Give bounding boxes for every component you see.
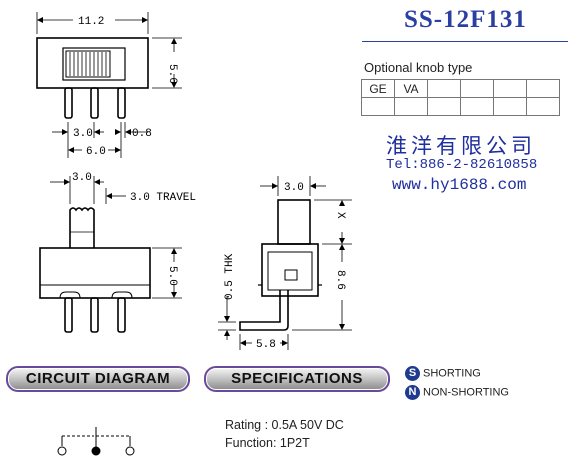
spec-function: Function: 1P2T <box>225 436 310 450</box>
side-view <box>218 176 352 350</box>
knob-type-empty <box>361 97 395 116</box>
dim-side-foot: 5.8 <box>256 339 276 351</box>
front-view <box>39 176 182 333</box>
circuit-diagram-label: CIRCUIT DIAGRAM <box>25 370 171 387</box>
dim-knob-width: 3.0 <box>72 172 92 184</box>
knob-type-empty <box>526 79 560 98</box>
knob-type-empty <box>526 97 560 116</box>
shorting-icon: S <box>405 366 420 381</box>
knob-type-label: Optional knob type <box>364 60 473 75</box>
model-title: SS-12F131 <box>404 6 527 33</box>
non-shorting-icon: N <box>405 385 420 400</box>
company-name: 淮洋有限公司 <box>386 134 536 158</box>
specifications-label: SPECIFICATIONS <box>231 370 363 387</box>
legend-non-shorting-label: NON-SHORTING <box>423 386 509 399</box>
table-row <box>361 97 560 116</box>
dim-body-height: 5.6 <box>166 64 178 84</box>
circuit-diagram-heading: CIRCUIT DIAGRAM <box>6 366 190 392</box>
knob-type-empty <box>427 79 461 98</box>
dim-travel: 3.0 TRAVEL <box>130 192 196 204</box>
knob-type-empty <box>394 97 428 116</box>
table-row: GE VA <box>361 79 560 98</box>
knob-type-empty <box>427 97 461 116</box>
dim-side-x: X <box>334 212 346 219</box>
dim-overall-length: 11.2 <box>78 16 104 28</box>
knob-type-va: VA <box>394 79 428 98</box>
knob-type-table: GE VA <box>361 79 560 116</box>
circuit-schematic <box>57 427 135 456</box>
dim-pin-width: 0.8 <box>132 128 152 140</box>
knob-type-ge: GE <box>361 79 395 98</box>
company-tel: Tel:886-2-82610858 <box>386 157 538 173</box>
specifications-heading: SPECIFICATIONS <box>204 366 390 392</box>
company-website: www.hy1688.com <box>392 176 527 194</box>
dim-pin-span: 6.0 <box>86 146 106 158</box>
top-view <box>36 12 182 158</box>
spec-rating: Rating : 0.5A 50V DC <box>225 418 344 432</box>
title-divider <box>362 41 568 42</box>
dim-pin-pitch: 3.0 <box>73 128 93 140</box>
knob-type-empty <box>460 97 494 116</box>
knob-type-empty <box>460 79 494 98</box>
dim-side-height: 8.6 <box>334 270 346 290</box>
dim-thickness: 0.5 THK <box>224 253 236 300</box>
knob-type-empty <box>493 79 527 98</box>
dim-height-with-pins: 5.0 <box>166 266 178 286</box>
dim-side-knob: 3.0 <box>284 182 304 194</box>
legend-shorting-label: SHORTING <box>423 367 481 380</box>
knob-type-empty <box>493 97 527 116</box>
